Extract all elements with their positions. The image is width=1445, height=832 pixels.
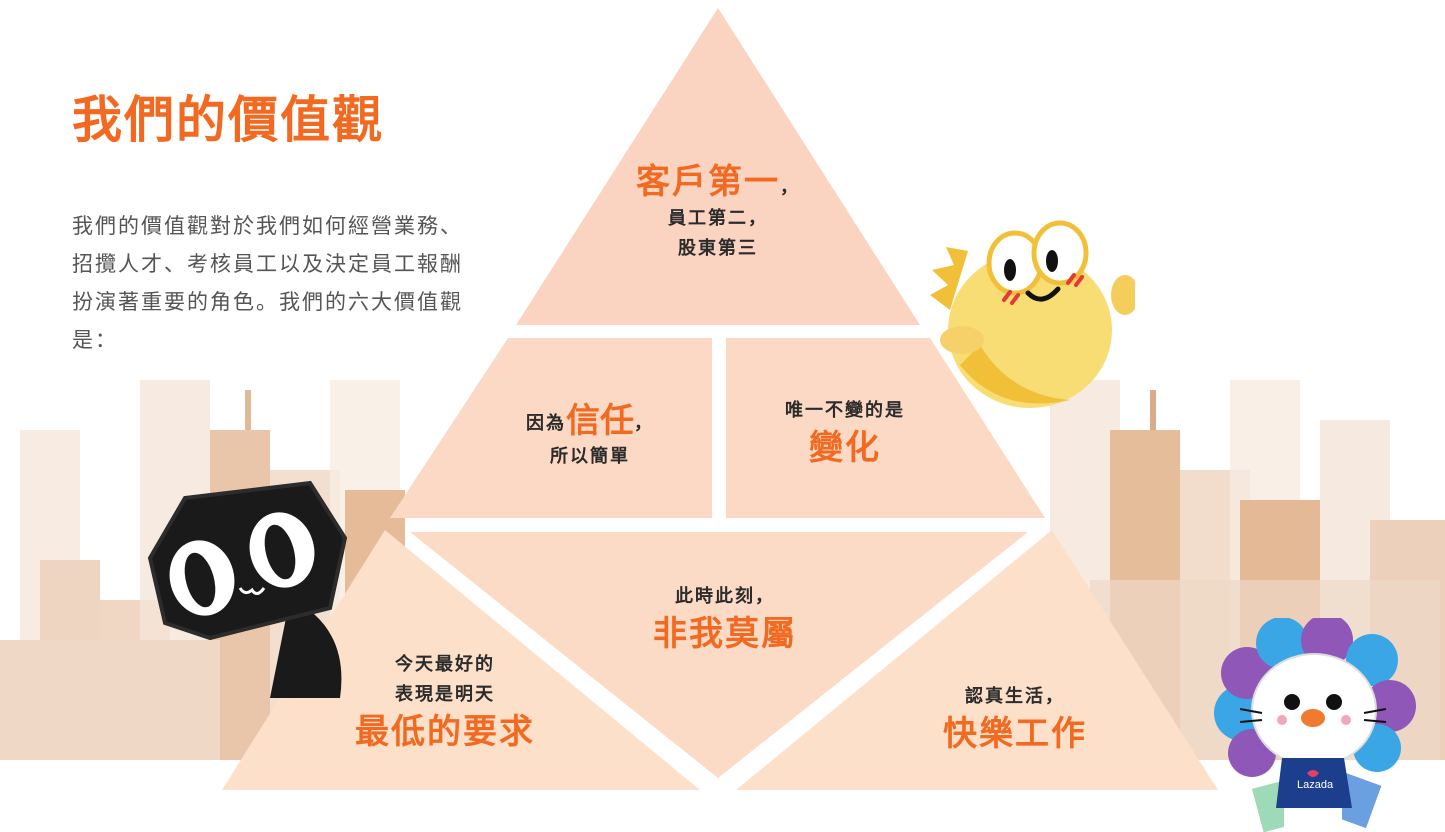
pyramid-top-segment	[516, 8, 920, 325]
value-today-best-line1: 今天最好的	[395, 654, 495, 675]
intro-paragraph: 我們的價值觀對於我們如何經營業務、招攬人才、考核員工以及決定員工報酬扮演著重要的…	[72, 214, 463, 352]
value-customer-first-line2: 員工第二，	[668, 208, 768, 229]
lazada-mascot-icon	[1214, 618, 1416, 832]
value-trust-line2: 所以簡單	[550, 446, 630, 467]
value-now-line1: 此時此刻，	[675, 586, 775, 607]
value-customer-first-line3: 股東第三	[678, 238, 758, 259]
value-live-seriously-highlight: 快樂工作	[943, 714, 1087, 754]
value-trust-highlight: 信任	[566, 401, 634, 441]
pyramid-bottom-left-segment	[222, 530, 700, 790]
value-live-seriously: 認真生活， 快樂工作	[905, 682, 1125, 756]
value-change-line1: 唯一不變的是	[785, 400, 905, 421]
yellow-fish-mascot-icon	[930, 220, 1135, 408]
value-trust-pre: 因為	[526, 413, 566, 434]
value-change-highlight: 變化	[809, 428, 881, 468]
value-today-best-line2: 表現是明天	[395, 684, 495, 705]
pyramid-middle-left-segment	[390, 338, 712, 518]
lazada-shirt-label: Lazada	[1297, 779, 1334, 791]
value-live-seriously-line1: 認真生活，	[965, 686, 1065, 707]
value-customer-first-comma: ，	[780, 177, 800, 198]
pyramid-bottom-right-segment	[736, 530, 1218, 790]
value-customer-first: 客戶第一， 員工第二， 股東第三	[600, 160, 836, 264]
value-today-best-highlight: 最低的要求	[355, 712, 535, 752]
value-now-highlight: 非我莫屬	[653, 614, 797, 654]
value-now: 此時此刻， 非我莫屬	[610, 582, 840, 656]
value-customer-first-highlight: 客戶第一	[636, 162, 780, 202]
value-trust: 因為信任， 所以簡單	[480, 393, 700, 472]
value-today-best: 今天最好的 表現是明天 最低的要求	[320, 650, 570, 754]
value-change: 唯一不變的是 變化	[740, 396, 950, 470]
value-trust-comma: ，	[634, 413, 654, 434]
black-cat-mascot-icon	[147, 480, 348, 698]
page-title: 我們的價值觀	[72, 91, 384, 149]
pyramid-middle-right-segment	[726, 338, 1045, 518]
pyramid-bottom-center-segment	[410, 532, 1028, 778]
